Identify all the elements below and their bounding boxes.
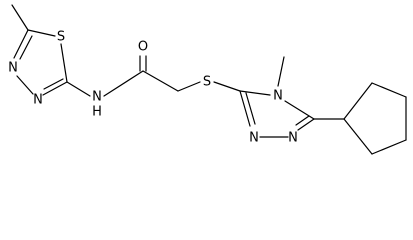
- bond-c5-s1: [27, 29, 56, 37]
- atom-h-amide: H: [92, 105, 102, 120]
- molecule-structure: S N N N H O S N N N: [8, 4, 407, 155]
- bonds: [11, 4, 407, 155]
- bond-c3-n2: [239, 90, 251, 127]
- bond-methyl-c5: [11, 4, 29, 31]
- bond-n3-c2-double: [43, 78, 64, 90]
- bond-n1-c5: [297, 118, 315, 131]
- bond-ch2-s: [177, 81, 201, 92]
- atom-s-thioether: S: [203, 75, 211, 90]
- bond-n1-c5-double: [295, 115, 310, 126]
- atom-n-thiadiazole-bottom: N: [33, 93, 43, 108]
- bond-s-c3: [213, 81, 241, 92]
- bond-cp-1: [343, 82, 373, 120]
- atom-o-carbonyl: O: [138, 40, 148, 55]
- atom-s-thiadiazole: S: [57, 30, 65, 45]
- atom-n-triazole-bottom-left: N: [249, 131, 259, 146]
- bond-c5-n4-double: [19, 35, 33, 60]
- bond-n4-methyl: [277, 56, 285, 87]
- atom-n-methyl-triazole: N: [273, 89, 283, 104]
- bond-carbonyl-ch2: [142, 70, 179, 92]
- bond-nh-carbonyl: [103, 70, 144, 97]
- bond-c2-nh: [66, 81, 91, 97]
- atom-labels: S N N N H O S N N N: [8, 30, 298, 146]
- bond-c5-n4: [13, 29, 29, 59]
- atom-n-amide: N: [92, 90, 102, 105]
- bond-n4-n3: [16, 75, 34, 95]
- bond-cp-5: [343, 118, 373, 155]
- bond-n4-c5: [284, 100, 315, 120]
- bond-cp-4: [371, 139, 407, 155]
- atom-n-triazole-bottom-right: N: [288, 131, 298, 146]
- bond-c3-n2-double: [245, 92, 256, 125]
- bond-s1-c2: [60, 43, 68, 83]
- atom-n-thiadiazole-top: N: [8, 61, 18, 76]
- bond-cp-2: [371, 82, 407, 98]
- bond-n3-c2: [42, 81, 68, 96]
- bond-c3-n4: [239, 90, 271, 96]
